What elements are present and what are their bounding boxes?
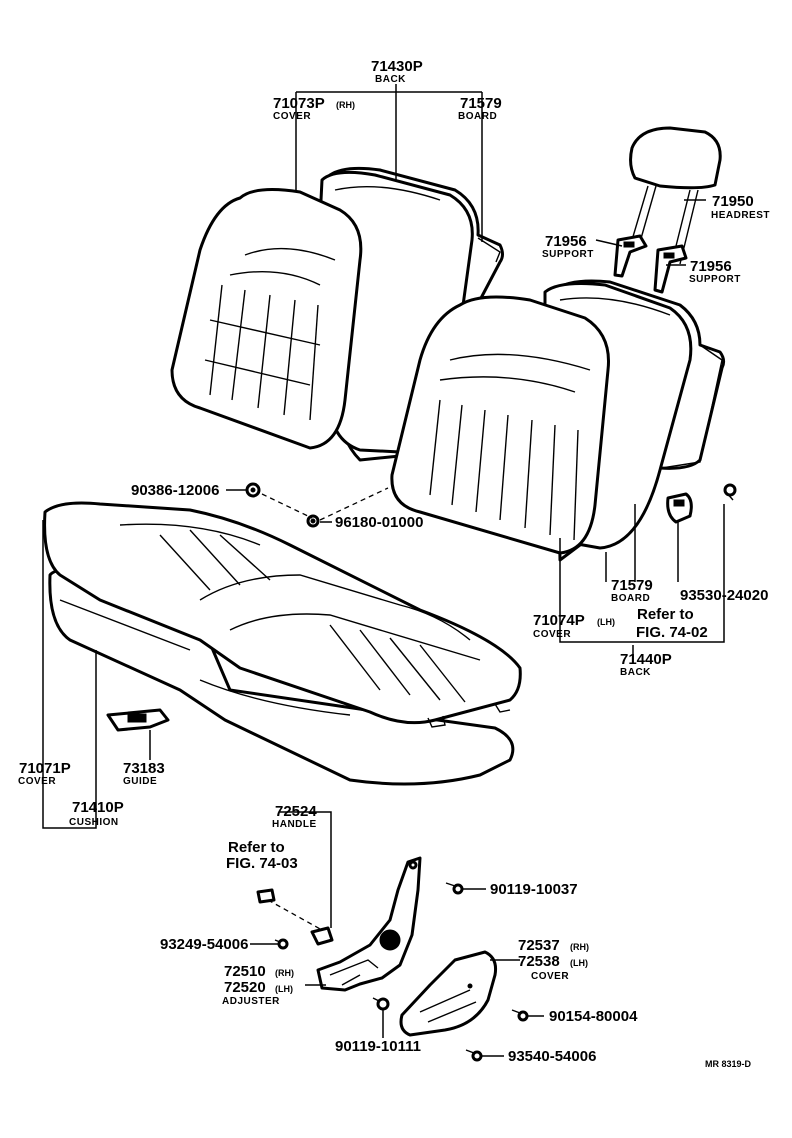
ref-74-03-line1: Refer to bbox=[228, 839, 285, 856]
handle-72524-number: 72524 bbox=[275, 803, 317, 820]
cover-71073P-name: COVER bbox=[273, 111, 311, 122]
headrest-71950-number: 71950 bbox=[712, 193, 754, 210]
support-b-name: SUPPORT bbox=[689, 274, 741, 285]
screw-90119-10037-icon bbox=[445, 882, 464, 895]
drawing-code: MR 8319-D bbox=[705, 1059, 752, 1069]
cover-71071P-name: COVER bbox=[18, 776, 56, 787]
seat-back-right-assembly bbox=[390, 279, 726, 562]
headrest-assembly bbox=[613, 126, 722, 294]
board-71579-top-name: BOARD bbox=[458, 111, 497, 122]
screw-93540-icon bbox=[465, 1049, 483, 1062]
clip-96180-label: 96180-01000 bbox=[335, 514, 423, 531]
support-b-icon bbox=[653, 244, 688, 294]
board-71579-low-name: BOARD bbox=[611, 593, 650, 604]
cover-72538-side: (LH) bbox=[570, 958, 588, 968]
ref-74-02-line1: Refer to bbox=[637, 606, 694, 623]
screw-93540-label: 93540-54006 bbox=[508, 1048, 596, 1065]
cover-71071P-number: 71071P bbox=[19, 760, 71, 777]
screw-90119-10111-icon bbox=[372, 997, 390, 1011]
clip-96180-icon bbox=[306, 514, 320, 528]
adjuster-assembly bbox=[256, 856, 497, 1037]
clip-right-icon bbox=[723, 483, 737, 501]
ref-74-02-line2: FIG. 74-02 bbox=[636, 624, 708, 641]
adjuster-72510-number: 72510 bbox=[224, 963, 266, 980]
cover-71073P-number: 71073P bbox=[273, 95, 325, 112]
back-71430P-name: BACK bbox=[375, 74, 406, 85]
handle-icon bbox=[310, 926, 334, 946]
cover-72537-number: 72537 bbox=[518, 937, 560, 954]
seat-cushion-assembly bbox=[43, 501, 522, 786]
leader-lines bbox=[42, 84, 725, 1057]
screw-90154-icon bbox=[511, 1009, 529, 1022]
adjuster-72510-side: (RH) bbox=[275, 968, 294, 978]
support-a-name: SUPPORT bbox=[542, 249, 594, 260]
back-71440P-name: BACK bbox=[620, 667, 651, 678]
adjuster-72520-number: 72520 bbox=[224, 979, 266, 996]
cover-71074P-side: (LH) bbox=[597, 617, 615, 627]
cover-71074P-name: COVER bbox=[533, 629, 571, 640]
cushion-cover bbox=[43, 501, 522, 725]
guide-73183-number: 73183 bbox=[123, 760, 165, 777]
screw-90119-10111-label: 90119-10111 bbox=[335, 1038, 421, 1055]
guide-73183-name: GUIDE bbox=[123, 776, 157, 787]
cushion-71410P-number: 71410P bbox=[72, 799, 124, 816]
support-a-number: 71956 bbox=[545, 233, 587, 250]
adjuster-bracket bbox=[316, 856, 422, 992]
adjuster-72520-side: (LH) bbox=[275, 984, 293, 994]
cover-72537-name: COVER bbox=[531, 971, 569, 982]
adjuster-cover bbox=[399, 950, 497, 1037]
screw-93249-label: 93249-54006 bbox=[160, 936, 248, 953]
hook-icon bbox=[666, 492, 693, 524]
screw-90119-10037-label: 90119-10037 bbox=[490, 881, 578, 898]
back-71440P-number: 71440P bbox=[620, 651, 672, 668]
ref-74-03-line2: FIG. 74-03 bbox=[226, 855, 298, 872]
adjuster-name: ADJUSTER bbox=[222, 996, 280, 1007]
cushion-71410P-name: CUSHION bbox=[69, 817, 119, 828]
handle-72524-name: HANDLE bbox=[272, 819, 317, 830]
support-a-icon bbox=[613, 234, 648, 278]
cover-72538-number: 72538 bbox=[518, 953, 560, 970]
seat-back-left-assembly bbox=[170, 166, 504, 462]
cover-72537-side: (RH) bbox=[570, 942, 589, 952]
hook-93530-label: 93530-24020 bbox=[680, 587, 768, 604]
back-cover-rh bbox=[170, 188, 363, 450]
headrest-71950-name: HEADREST bbox=[711, 210, 770, 221]
support-b-number: 71956 bbox=[690, 258, 732, 275]
board-71579-top-number: 71579 bbox=[460, 95, 502, 112]
cover-71073P-side: (RH) bbox=[336, 100, 355, 110]
bolt-90386-icon bbox=[245, 482, 261, 498]
handle-tab-icon bbox=[256, 888, 276, 904]
board-71579-low-number: 71579 bbox=[611, 577, 653, 594]
bolt-90386-label: 90386-12006 bbox=[131, 482, 219, 499]
screw-93249-icon bbox=[274, 938, 289, 950]
cover-71074P-number: 71074P bbox=[533, 612, 585, 629]
guide-icon bbox=[106, 708, 170, 732]
back-71430P-number: 71430P bbox=[371, 58, 423, 75]
screw-90154-label: 90154-80004 bbox=[549, 1008, 638, 1025]
headrest-pad bbox=[629, 126, 722, 190]
